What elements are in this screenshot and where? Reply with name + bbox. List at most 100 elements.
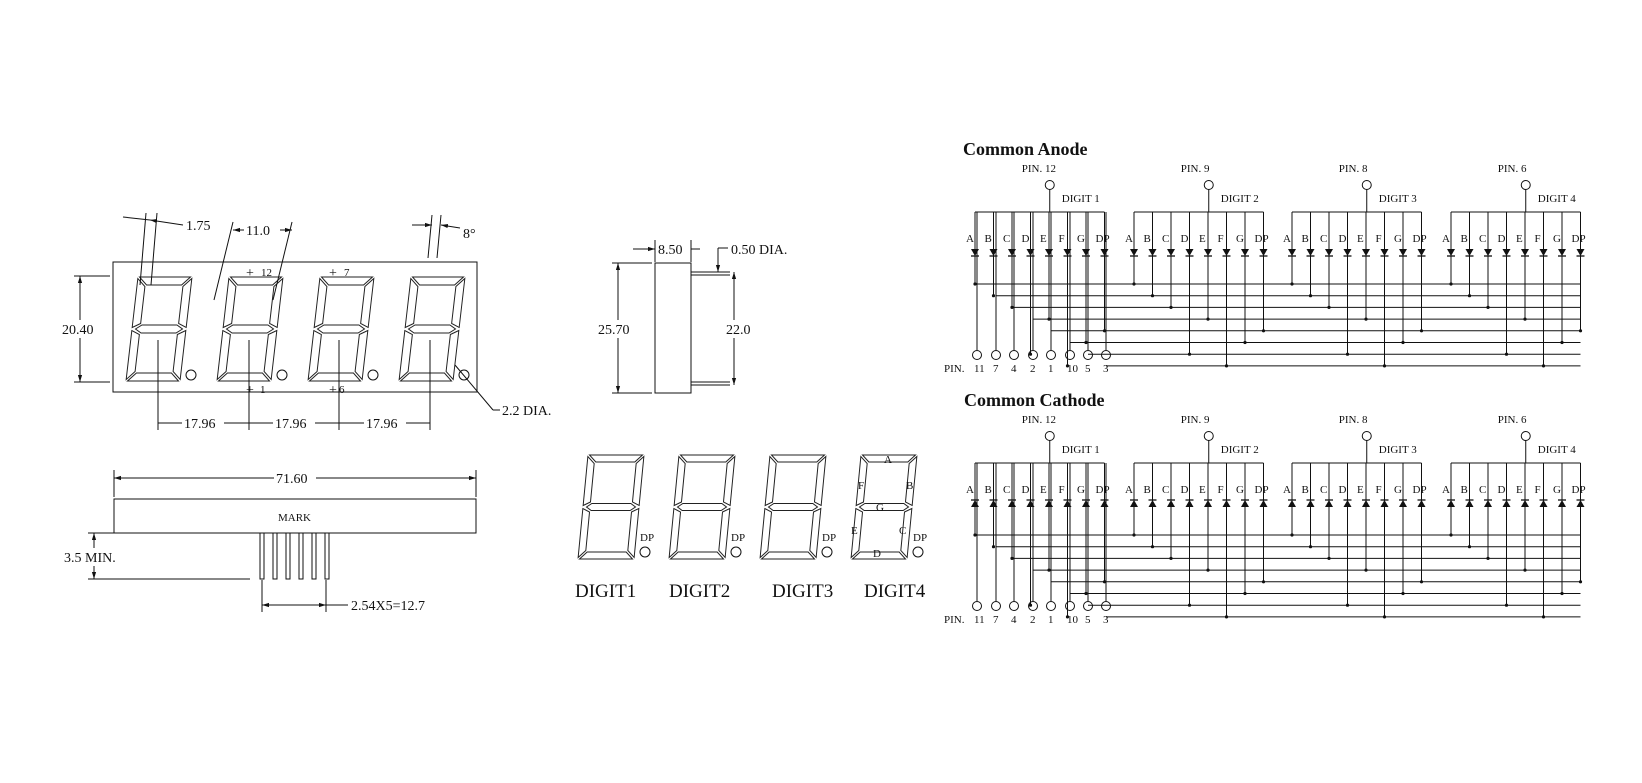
segment-c xyxy=(354,329,369,381)
decimal-point xyxy=(276,369,288,381)
segment-label: E xyxy=(1040,233,1047,245)
segment-label: DP xyxy=(1255,484,1269,496)
bottom-pin-label: 5 xyxy=(1085,363,1091,375)
segment-e xyxy=(216,329,231,381)
segment-label: G xyxy=(1394,233,1402,245)
segment-d xyxy=(578,551,634,560)
segment-b xyxy=(722,455,736,507)
segment-label: A xyxy=(1125,233,1133,245)
segment-label: C xyxy=(1003,484,1010,496)
dim-pitch-2: 17.96 xyxy=(275,417,307,432)
digit-legend: DIGIT1 DIGIT2 DIGIT3 DIGIT4 DP DP DP DP … xyxy=(575,454,927,602)
led-diode xyxy=(1417,500,1426,507)
segment-label: DP xyxy=(1255,233,1269,245)
led-diode xyxy=(1343,249,1352,256)
segment-label: F xyxy=(1376,233,1382,245)
segment-label: E xyxy=(1199,233,1206,245)
package-pin xyxy=(298,532,304,580)
segment-label: DP xyxy=(1413,233,1427,245)
dim-label-bg xyxy=(596,320,638,338)
junction-dot xyxy=(1010,305,1014,309)
led-diode xyxy=(1399,249,1407,256)
led-diode xyxy=(1167,500,1175,507)
segment-a xyxy=(770,454,826,463)
segment-label: B xyxy=(1144,484,1151,496)
dp-label: DP xyxy=(822,532,836,544)
segment-label-d: D xyxy=(873,548,881,560)
dim-line xyxy=(149,218,184,226)
segment-e xyxy=(759,507,773,559)
led-diode xyxy=(1259,249,1268,256)
dim-height: 20.40 xyxy=(62,323,94,338)
segment-label: F xyxy=(1535,484,1541,496)
segment-label: E xyxy=(1357,233,1364,245)
package-pin xyxy=(259,532,265,580)
segment-c xyxy=(900,507,913,559)
segment-g xyxy=(134,324,184,334)
led-diode xyxy=(1100,249,1109,256)
display-body-outline xyxy=(112,261,478,393)
segment-a xyxy=(411,276,465,286)
dim-segment-width: 1.75 xyxy=(186,219,211,234)
bottom-pin-label: 10 xyxy=(1067,363,1079,375)
segment-label: B xyxy=(985,484,992,496)
segment-label: DP xyxy=(1572,484,1586,496)
segment-label: B xyxy=(1461,484,1468,496)
led-diode xyxy=(1185,500,1194,507)
segment-f xyxy=(673,455,686,507)
led-diode xyxy=(1484,249,1492,256)
segment-c xyxy=(263,329,278,381)
segment-a xyxy=(229,276,283,286)
decimal-point xyxy=(639,546,651,558)
common-pin xyxy=(1203,180,1214,190)
front-view: 1.75 11.0 8° 20.40 17.96 17.96 17.96 xyxy=(60,212,551,432)
front-digit-2 xyxy=(216,276,284,382)
segment-d xyxy=(399,372,453,382)
bottom-pin-label: 10 xyxy=(1067,614,1079,626)
plus-mark: + xyxy=(246,266,254,281)
led-diode xyxy=(1325,249,1333,256)
segment-label: F xyxy=(1059,233,1065,245)
segment-label: F xyxy=(1218,484,1224,496)
common-pin-label: PIN. 12 xyxy=(1022,414,1056,426)
plus-mark: + xyxy=(329,383,337,398)
segment-label: G xyxy=(1236,484,1244,496)
led-diode xyxy=(1539,500,1548,507)
segment-d xyxy=(126,372,180,382)
digit-label-4: DIGIT4 xyxy=(864,581,926,602)
common-pin xyxy=(1361,180,1372,190)
led-diode xyxy=(1204,500,1212,507)
extension-line xyxy=(436,214,442,259)
extension-line xyxy=(272,221,293,301)
common-pin xyxy=(1044,180,1055,190)
junction-dot xyxy=(1065,615,1070,619)
leader-line xyxy=(454,364,494,411)
segment-label: C xyxy=(1479,484,1486,496)
led-diode xyxy=(1576,500,1585,507)
segment-label-g: G xyxy=(876,502,884,514)
segment-f xyxy=(404,277,419,329)
segment-a xyxy=(588,454,644,463)
legend-digits xyxy=(577,454,924,560)
segment-label: B xyxy=(1302,233,1309,245)
dim-pitch-3: 17.96 xyxy=(366,417,398,432)
segment-label: B xyxy=(1461,233,1468,245)
led-diode xyxy=(1222,249,1231,256)
led-diode xyxy=(1362,500,1370,507)
led-diode xyxy=(1288,500,1296,507)
side-body-outline xyxy=(654,262,692,394)
mark-label: MARK xyxy=(278,512,311,524)
bottom-pin-label: 11 xyxy=(974,614,985,626)
segment-pin xyxy=(1083,601,1093,611)
led-diode xyxy=(1222,500,1231,507)
digit-name-label: DIGIT 3 xyxy=(1379,444,1417,456)
common-pin-label: PIN. 8 xyxy=(1339,163,1368,175)
junction-dot xyxy=(1010,556,1014,561)
dim-label-bg xyxy=(724,320,756,338)
segment-f xyxy=(313,277,328,329)
segment-label: D xyxy=(1022,484,1030,496)
led-diode xyxy=(1399,500,1407,507)
segment-label: E xyxy=(1199,484,1206,496)
